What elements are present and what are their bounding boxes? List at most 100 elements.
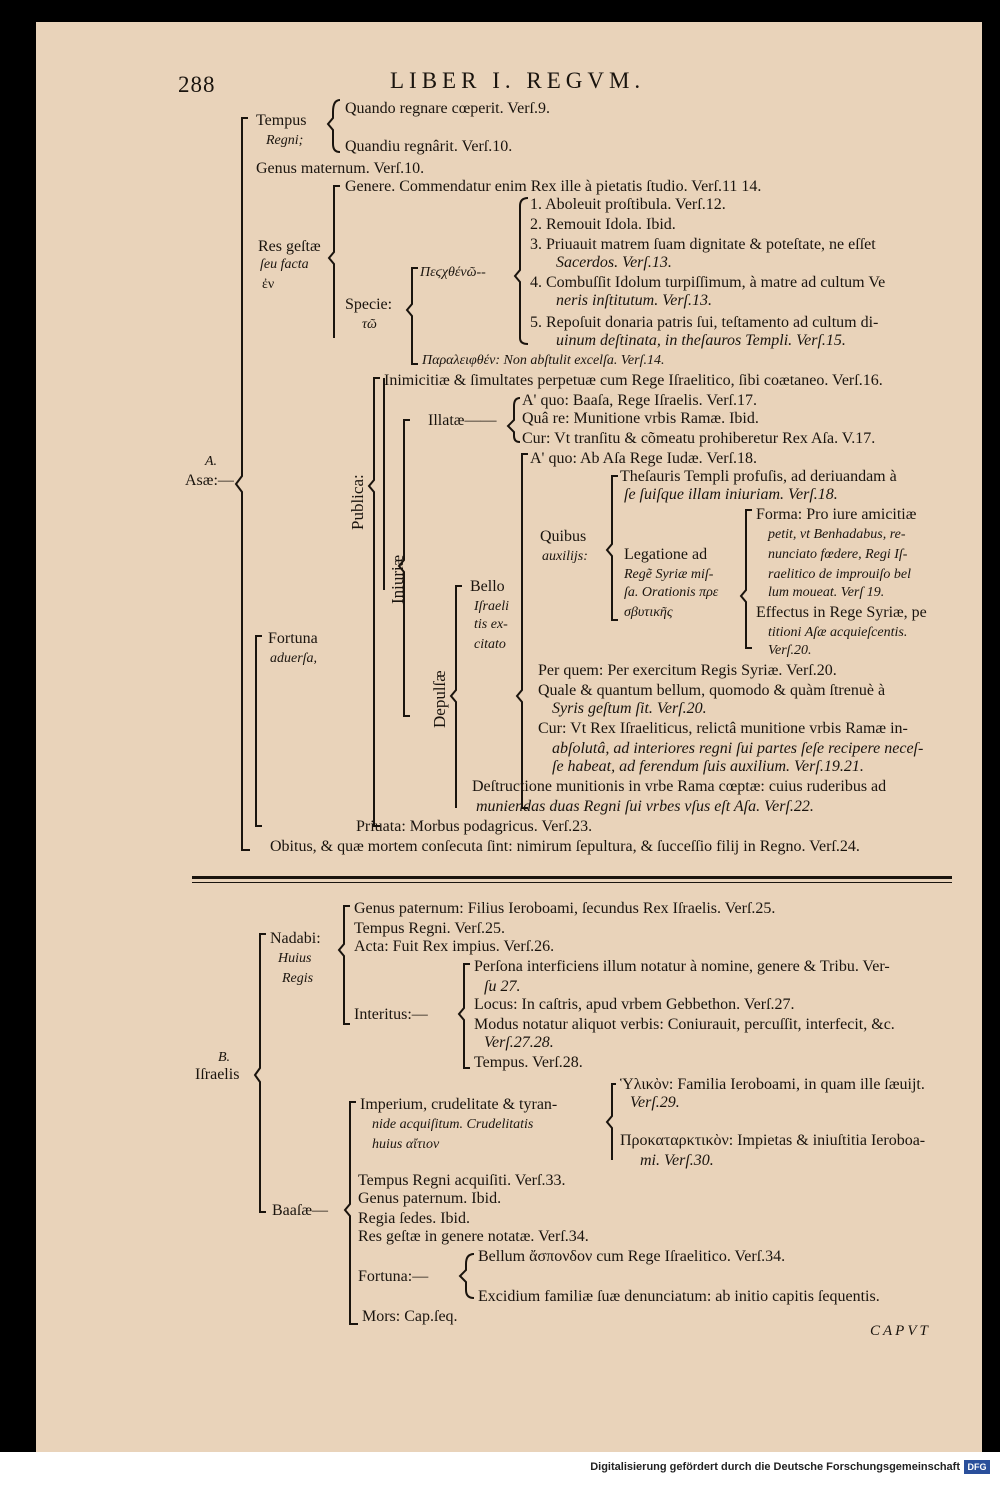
forma-3: nunciato fœdere, Regi Iſ-: [768, 547, 908, 562]
footer-bar: Digitalisierung gefördert durch die Deut…: [0, 1452, 1000, 1485]
nadabi-sub-2: Regis: [282, 971, 314, 986]
baasae-label: Baaſæ—: [272, 1202, 328, 1219]
greek-label-2: Παραλειφθέν: Non abſtulit excelſa. Verſ.…: [422, 353, 665, 368]
modus-1: Modus notatur aliquot verbis: Coniurauit…: [474, 1016, 895, 1033]
res-gestae-b: Res geſtæ in genere notatæ. Verſ.34.: [358, 1228, 589, 1245]
cur-1: Cur: Vt tranſitu & cõmeatu prohiberetur …: [522, 430, 876, 447]
cur-2b: abſolutâ, ad interiores regni ſui partes…: [552, 740, 924, 757]
fortuna-label: Fortuna: [268, 630, 318, 647]
imperium-2: nide acquiſitum. Crudelitatis: [372, 1117, 534, 1132]
tempus-sub: Regni;: [266, 133, 304, 148]
quale-2: Syris geſtum ſit. Verſ.20.: [552, 700, 707, 717]
locus-line: Locus: In caſtris, apud vrbem Gebbethon.…: [474, 996, 795, 1013]
res-gestae-sub: ſeu facta: [260, 257, 309, 272]
section-label-israelis: Iſraelis: [195, 1066, 240, 1083]
item-3a: 3. Priuauit matrem ſuam dignitate & pote…: [530, 236, 876, 253]
book-page: [36, 22, 982, 1452]
legatione-3: ſa. Orationis πρε: [624, 585, 719, 600]
section-divider: [192, 876, 952, 879]
forma-4: raelitico de improuiſo bel: [768, 567, 911, 582]
quibus-sub: auxilijs:: [542, 549, 588, 564]
forma-2: petit, vt Benhadabus, re-: [768, 527, 906, 542]
prokatarktikon-2: mi. Verſ.30.: [640, 1152, 714, 1169]
obitus-line: Obitus, & quæ mortem conſecuta ſint: nim…: [270, 838, 860, 855]
specie-label: Specie:: [345, 296, 393, 313]
cur-2c: ſe habeat, ad ferendum ſuis auxilium. Ve…: [552, 758, 864, 775]
aquo-1: A' quo: Baaſa, Rege Iſraelis. Verſ.17.: [522, 392, 757, 409]
genere-line: Genere. Commendatur enim Rex ille à piet…: [345, 178, 762, 195]
quando-line: Quando regnare cœperit. Verſ.9.: [345, 100, 550, 117]
mors-line: Mors: Cap.ſeq.: [362, 1308, 458, 1325]
quibus-label: Quibus: [540, 528, 587, 545]
item-5a: 5. Repoſuit donaria patris ſui, teſtamen…: [530, 314, 879, 331]
item-5b: uinum deſtinata, in theſauros Templi. Ve…: [556, 332, 846, 349]
bello-1: Bello: [470, 578, 505, 595]
bello-2: Iſraeli: [474, 599, 509, 614]
effectus-1: Effectus in Rege Syriæ, pe: [756, 604, 927, 621]
genus-paternum-2: Genus paternum. Ibid.: [358, 1190, 502, 1207]
legatione-4: σβυτικῆς: [624, 605, 673, 620]
forma-1: Forma: Pro iure amicitiæ: [756, 506, 917, 523]
inimicitiae-line: Inimicitiæ & ſimultates perpetuæ cum Reg…: [384, 372, 883, 389]
footer-text: Digitalisierung gefördert durch die Deut…: [590, 1461, 960, 1473]
thesauris-2: ſe ſuiſque illam iniuriam. Verſ.18.: [624, 486, 838, 503]
item-2: 2. Remouit Idola. Ibid.: [530, 216, 676, 233]
excidium-line: Excidium familiæ ſuæ denunciatum: ab ini…: [478, 1288, 880, 1305]
quale-1: Quale & quantum bellum, quomodo & quàm ſ…: [538, 682, 886, 699]
section-divider: [192, 882, 952, 883]
destructione-2: muniendas duas Regni ſui vrbes vſus eſt …: [476, 798, 814, 815]
item-4b: neris inſtitutum. Verſ.13.: [556, 292, 712, 309]
forma-5: lum moueat. Verſ 19.: [768, 585, 885, 600]
acta-line: Acta: Fuit Rex impius. Verſ.26.: [354, 938, 555, 955]
nadabi-label: Nadabi:: [270, 930, 321, 947]
tempus-line: Tempus. Verſ.28.: [474, 1054, 583, 1071]
page-number: 288: [178, 72, 216, 97]
catchword: CAPVT: [870, 1323, 931, 1339]
thesauris-1: Theſauris Templi profuſis, ad deriuandam…: [620, 468, 897, 485]
aquo-2: A' quo: Ab Aſa Rege Iudæ. Verſ.18.: [530, 450, 758, 467]
depulsae-vertical: Depulſæ: [430, 670, 449, 728]
tempus-label: Tempus: [256, 112, 307, 129]
bello-3: tis ex-: [474, 617, 508, 632]
item-3b: Sacerdos. Verſ.13.: [556, 254, 672, 271]
tempus-regni: Tempus Regni. Verſ.25.: [354, 920, 506, 937]
item-1: 1. Aboleuit proſtibula. Verſ.12.: [530, 196, 726, 213]
nadabi-sub-1: Huius: [278, 951, 312, 966]
item-4a: 4. Combuſſit Idolum turpiſſimum, à matre…: [530, 274, 886, 291]
section-label-asae: Asæ:—: [185, 472, 234, 489]
priuata-line: Priuata: Morbus podagricus. Verſ.23.: [356, 818, 593, 835]
res-gestae-sub2: ἐν: [262, 277, 275, 292]
effectus-2: titioni Aſæ acquieſcentis.: [768, 625, 908, 640]
iniuriae-vertical: Iniuriæ: [388, 554, 407, 604]
specie-sub: τῶ: [362, 317, 377, 332]
modus-2: Verſ.27.28.: [484, 1034, 554, 1051]
persona-1: Perſona interficiens illum notatur à nom…: [474, 958, 890, 975]
page-title: LIBER I. REGVM.: [390, 68, 646, 93]
section-letter-b: B.: [218, 1050, 231, 1065]
section-letter-a: A.: [205, 454, 218, 469]
ylikon-1: Ὑλικὸν: Familia Ieroboami, in quam ille …: [620, 1076, 925, 1093]
imperium-3: huius αἴτιον: [372, 1137, 440, 1152]
dfg-logo-icon: DFG: [964, 1460, 990, 1474]
bello-4: citato: [474, 637, 506, 652]
persona-2: ſu 27.: [484, 978, 521, 995]
effectus-3: Verſ.20.: [768, 643, 812, 658]
res-gestae-label: Res geſtæ: [258, 238, 321, 255]
publica-vertical: Publica:: [348, 474, 367, 530]
perquem-line: Per quem: Per exercitum Regis Syriæ. Ver…: [538, 662, 837, 679]
interitus-label: Interitus:—: [354, 1006, 428, 1023]
imperium-1: Imperium, crudelitate & tyran-: [360, 1096, 558, 1113]
tempus-regni-acquisiti: Tempus Regni acquiſiti. Verſ.33.: [358, 1172, 566, 1189]
legatione-2: Regẽ Syriæ miſ-: [624, 567, 714, 582]
fortuna-b-label: Fortuna:—: [358, 1268, 429, 1285]
genus-line: Genus maternum. Verſ.10.: [256, 160, 425, 177]
prokatarktikon-1: Προκαταρκτικὸν: Impietas & iniuſtitia Ie…: [620, 1132, 926, 1149]
cur-2a: Cur: Vt Rex Iſraeliticus, relictâ muniti…: [538, 720, 908, 737]
illatae-label: Illatæ——: [428, 412, 497, 429]
greek-label-1: Πεϛχθένῶ--: [420, 265, 486, 280]
legatione-1: Legatione ad: [624, 546, 708, 563]
destructione-1: Deſtructione munitionis in vrbe Rama cœp…: [472, 778, 887, 795]
quandiu-line: Quandiu regnârit. Verſ.10.: [345, 138, 513, 155]
genus-paternum: Genus paternum: Filius Ieroboami, ſecund…: [354, 900, 776, 917]
